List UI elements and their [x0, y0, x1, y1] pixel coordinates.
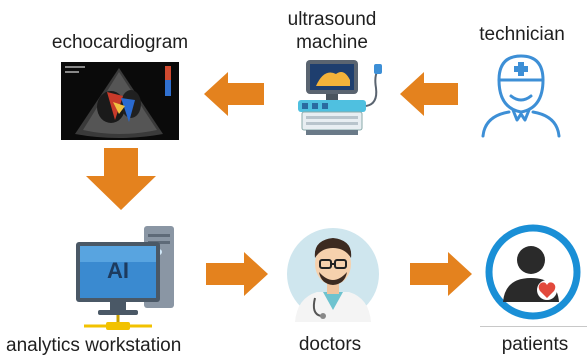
patients-label: patients: [501, 334, 569, 355]
ultrasound-machine-icon: [292, 58, 384, 136]
arrow-machine-to-echocardiogram: [204, 72, 264, 116]
workstation-screen-text: AI: [107, 258, 129, 283]
patient-icon: [483, 222, 583, 322]
technician-label: technician: [479, 24, 565, 45]
arrow-doctors-to-patients: [410, 252, 472, 296]
analytics-workstation-label: analytics workstation: [6, 335, 182, 356]
arrow-echocardiogram-to-workstation: [86, 148, 156, 210]
ultrasound-machine-label-line2: machine: [296, 32, 368, 53]
echocardiogram-label: echocardiogram: [51, 32, 189, 53]
patient-divider: [480, 326, 587, 327]
technician-icon: [477, 50, 565, 138]
doctors-label: doctors: [298, 334, 362, 355]
echocardiogram-image: [61, 62, 179, 140]
ultrasound-machine-label-line1: ultrasound: [287, 9, 377, 30]
arrow-workstation-to-doctors: [206, 252, 268, 296]
arrow-technician-to-machine: [400, 72, 458, 116]
analytics-workstation-icon: AI: [70, 222, 194, 334]
doctor-icon: [285, 218, 381, 328]
